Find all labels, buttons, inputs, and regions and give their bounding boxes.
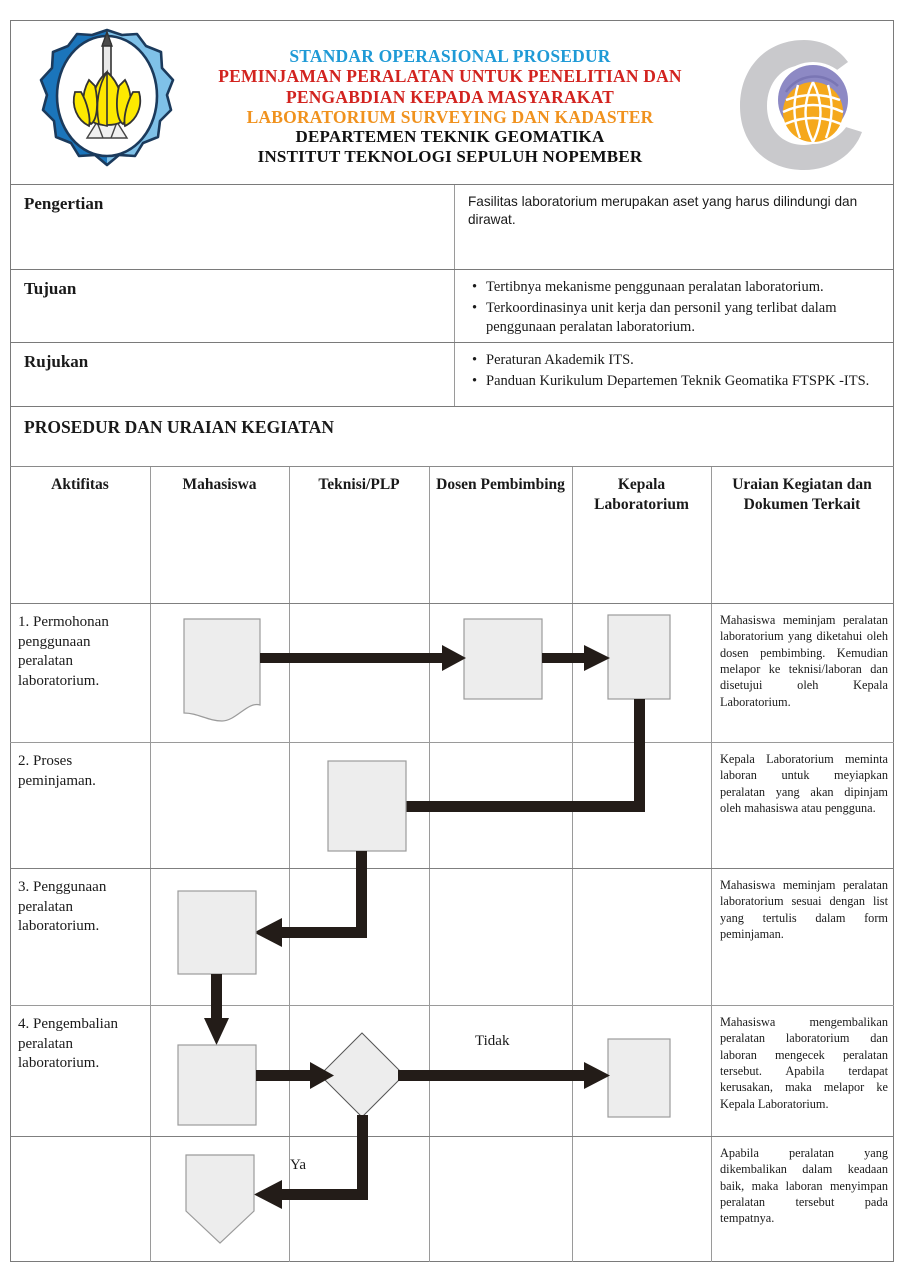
shape-pentagon-penyimpanan — [185, 1154, 255, 1244]
description-4: Mahasiswa mengembalikan peralatan labora… — [720, 1015, 888, 1111]
prosedur-banner: PROSEDUR DAN URAIAN KEGIATAN — [10, 407, 894, 467]
list-item: Terkoordinasinya unit kerja dan personil… — [472, 299, 884, 338]
column-header-dosen: Dosen Pembimbing — [436, 476, 565, 493]
column-divider — [711, 467, 712, 1262]
column-header-uraian: Uraian Kegiatan dan Dokumen Terkait — [732, 476, 872, 513]
shape-box-kepala-lab — [607, 614, 671, 700]
flow-label-ya: Ya — [290, 1157, 306, 1173]
info-text-tujuan: Tertibnya mekanisme penggunaan peralatan… — [468, 278, 884, 339]
connector-teknisi-to-mahasiswa — [254, 851, 367, 947]
info-text-pengertian: Fasilitas laboratorium merupakan aset ya… — [468, 194, 858, 228]
row-divider — [454, 185, 455, 269]
connector-dosen-to-kepala — [542, 645, 610, 671]
column-divider — [150, 467, 151, 1262]
shape-box-dosen-pembimbing — [463, 618, 543, 700]
info-text-rujukan: Peraturan Akademik ITS. Panduan Kurikulu… — [468, 351, 884, 392]
list-item: Panduan Kurikulum Departemen Teknik Geom… — [472, 372, 884, 392]
flowchart-canvas — [177, 614, 671, 1244]
info-label-rujukan: Rujukan — [24, 352, 89, 371]
row-divider — [454, 270, 455, 342]
shape-box-teknisi — [327, 760, 407, 852]
column-divider — [289, 467, 290, 1262]
title-line-1: STANDAR OPERASIONAL PROSEDUR — [289, 46, 611, 66]
column-header-mahasiswa: Mahasiswa — [182, 476, 257, 493]
activity-label-3: 3. Penggunaan peralatan laboratorium. — [18, 879, 107, 934]
row-divider — [10, 868, 894, 869]
list-item: Peraturan Akademik ITS. — [472, 351, 884, 371]
list-item: Tertibnya mekanisme penggunaan peralatan… — [472, 278, 884, 298]
header-title-block: STANDAR OPERASIONAL PROSEDUR PEMINJAMAN … — [195, 32, 705, 167]
activity-label-1: 1. Permohonan penggunaan peralatan labor… — [18, 614, 109, 689]
column-header-kepala-lab: Kepala Laboratorium — [594, 476, 689, 513]
column-header-aktifitas: Aktifitas — [51, 476, 109, 493]
column-divider — [429, 467, 430, 1262]
flow-table: Aktifitas Mahasiswa Teknisi/PLP Dosen Pe… — [10, 467, 894, 1262]
title-line-4: LABORATORIUM SURVEYING DAN KADASTER — [246, 106, 654, 127]
shape-document-permohonan — [183, 618, 261, 722]
row-divider — [10, 1136, 894, 1137]
description-2: Kepala Laboratorium meminta laboran untu… — [720, 752, 888, 816]
info-label-tujuan: Tujuan — [24, 279, 77, 298]
title-line-2: PEMINJAMAN PERALATAN UNTUK PENELITIAN DA… — [218, 66, 682, 87]
info-row-tujuan: Tujuan Tertibnya mekanisme penggunaan pe… — [10, 270, 894, 343]
title-line-6: INSTITUT TEKNOLOGI SEPULUH NOPEMBER — [257, 146, 643, 166]
prosedur-banner-title: PROSEDUR DAN URAIAN KEGIATAN — [24, 417, 334, 437]
connector-decision-ya — [254, 1115, 368, 1209]
row-divider — [454, 343, 455, 406]
description-3: Mahasiswa meminjam peralatan laboratoriu… — [720, 878, 888, 942]
its-logo-icon — [39, 28, 175, 167]
info-label-pengertian: Pengertian — [24, 194, 104, 213]
info-row-rujukan: Rujukan Peraturan Akademik ITS. Panduan … — [10, 343, 894, 407]
row-divider — [10, 1005, 894, 1006]
connector-decision-tidak — [398, 1062, 610, 1089]
connector-doc-to-dosen — [260, 645, 466, 671]
document-header: STANDAR OPERASIONAL PROSEDUR PEMINJAMAN … — [10, 20, 894, 185]
document-frame — [10, 20, 894, 1262]
connector-row3-to-row4 — [204, 974, 229, 1045]
row-divider — [10, 742, 894, 743]
row-divider — [10, 603, 894, 604]
description-1: Mahasiswa meminjam peralatan laboratoriu… — [720, 613, 888, 709]
column-header-teknisi: Teknisi/PLP — [318, 476, 400, 493]
description-5: Apabila peralatan yang dikembalikan dala… — [720, 1146, 888, 1226]
shape-box-lapor-kerusakan — [607, 1038, 671, 1118]
title-line-5: DEPARTEMEN TEKNIK GEOMATIKA — [295, 127, 605, 147]
connector-pengembalian-to-decision — [256, 1062, 334, 1089]
activity-label-2: 2. Proses peminjaman. — [18, 753, 96, 789]
title-line-3: PENGABDIAN KEPADA MASYARAKAT — [285, 86, 615, 107]
activity-label-4: 4. Pengembalian peralatan laboratorium. — [18, 1016, 118, 1071]
geomatika-logo-icon — [740, 40, 862, 170]
info-row-pengertian: Pengertian Fasilitas laboratorium merupa… — [10, 185, 894, 270]
flow-label-tidak: Tidak — [475, 1033, 510, 1049]
column-divider — [572, 467, 573, 1262]
shape-box-pengembalian — [177, 1044, 257, 1126]
shape-box-penggunaan — [177, 890, 257, 975]
